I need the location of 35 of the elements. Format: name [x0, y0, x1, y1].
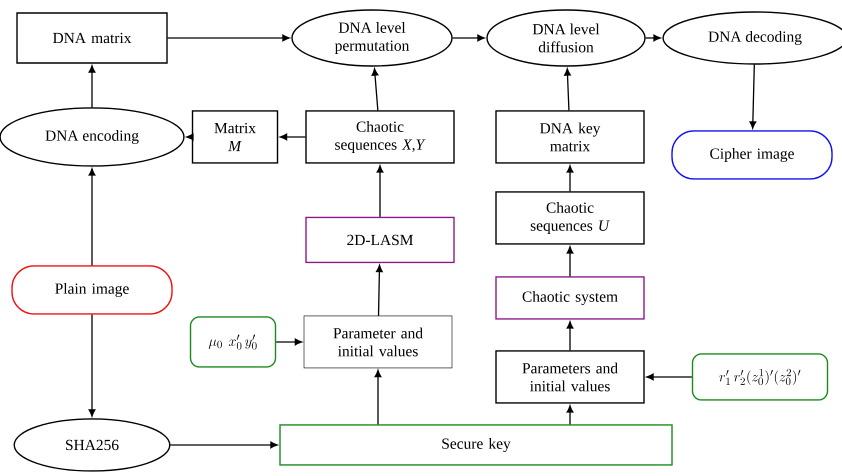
process-box: Matrix M: [192, 110, 278, 164]
arrow: [88, 314, 96, 417]
process-box: Parameters and initial values: [495, 350, 645, 404]
arrow: [374, 370, 382, 424]
arrow: [88, 65, 96, 108]
arrow: [646, 374, 692, 380]
input-box: $r'_1\,r'_2(z^1_0)'(z^2_0)'$: [692, 353, 828, 401]
process-box: 2D-LASM: [305, 216, 455, 264]
arrow: [88, 168, 96, 266]
arrow: [376, 165, 384, 217]
arrow: [372, 68, 378, 110]
arrow: [566, 405, 574, 424]
arrow: [168, 34, 290, 42]
arrow: [566, 321, 574, 350]
arrow: [566, 246, 574, 276]
process-box: Chaotic sequences U: [495, 191, 645, 245]
arrow: [452, 34, 485, 42]
process-box: Parameter and initial values: [304, 316, 452, 368]
arrow: [564, 68, 571, 110]
arrow: [749, 64, 756, 129]
terminal-box: Plain image: [11, 265, 173, 315]
input-box: $\mu_0\;x'_0\,y'_0$: [190, 316, 276, 368]
arrow: [170, 442, 278, 448]
terminal-box: Cipher image: [671, 130, 833, 180]
arrow: [646, 34, 661, 42]
process-box: Secure key: [279, 424, 673, 466]
process-box: DNA key matrix: [495, 110, 645, 164]
arrow: [376, 264, 383, 316]
process-box: Chaotic system: [495, 276, 645, 320]
arrow: [280, 134, 306, 140]
process-box: Chaotic sequences X,Y: [305, 110, 455, 164]
arrow: [186, 134, 194, 140]
arrow: [276, 338, 302, 346]
process-box: DNA matrix: [16, 12, 168, 64]
arrow: [566, 165, 574, 192]
